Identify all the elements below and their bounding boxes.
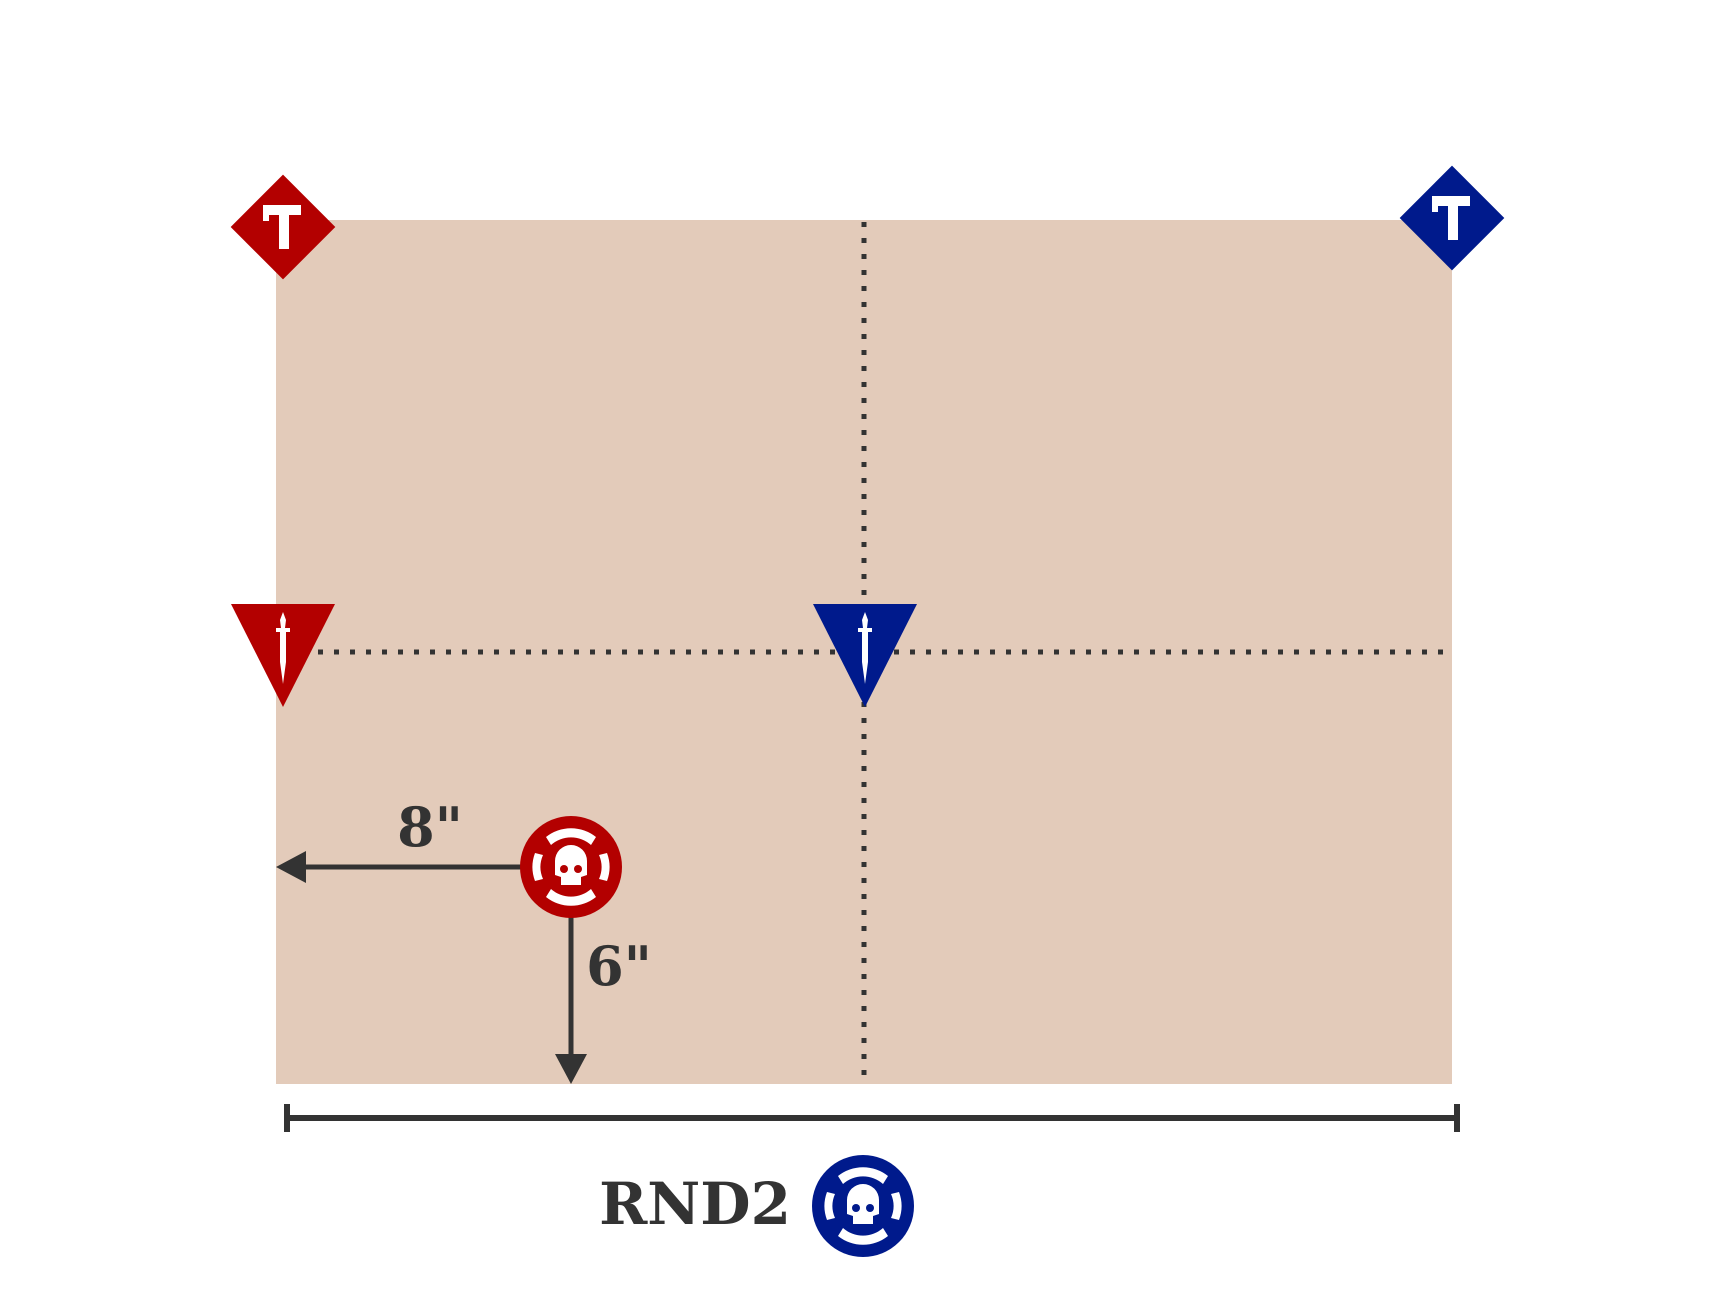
left-distance-label: 8"	[397, 795, 463, 859]
red-dagger-marker	[231, 604, 335, 707]
blue-dagger-marker	[813, 604, 917, 707]
blue-skull-marker	[812, 1155, 914, 1257]
red-skull-marker	[520, 816, 622, 918]
round-label: RND2	[599, 1170, 791, 1238]
down-distance-label: 6"	[586, 934, 652, 998]
down-arrow	[555, 915, 587, 1084]
scale-bar	[284, 1104, 1460, 1132]
left-arrow	[276, 851, 522, 883]
